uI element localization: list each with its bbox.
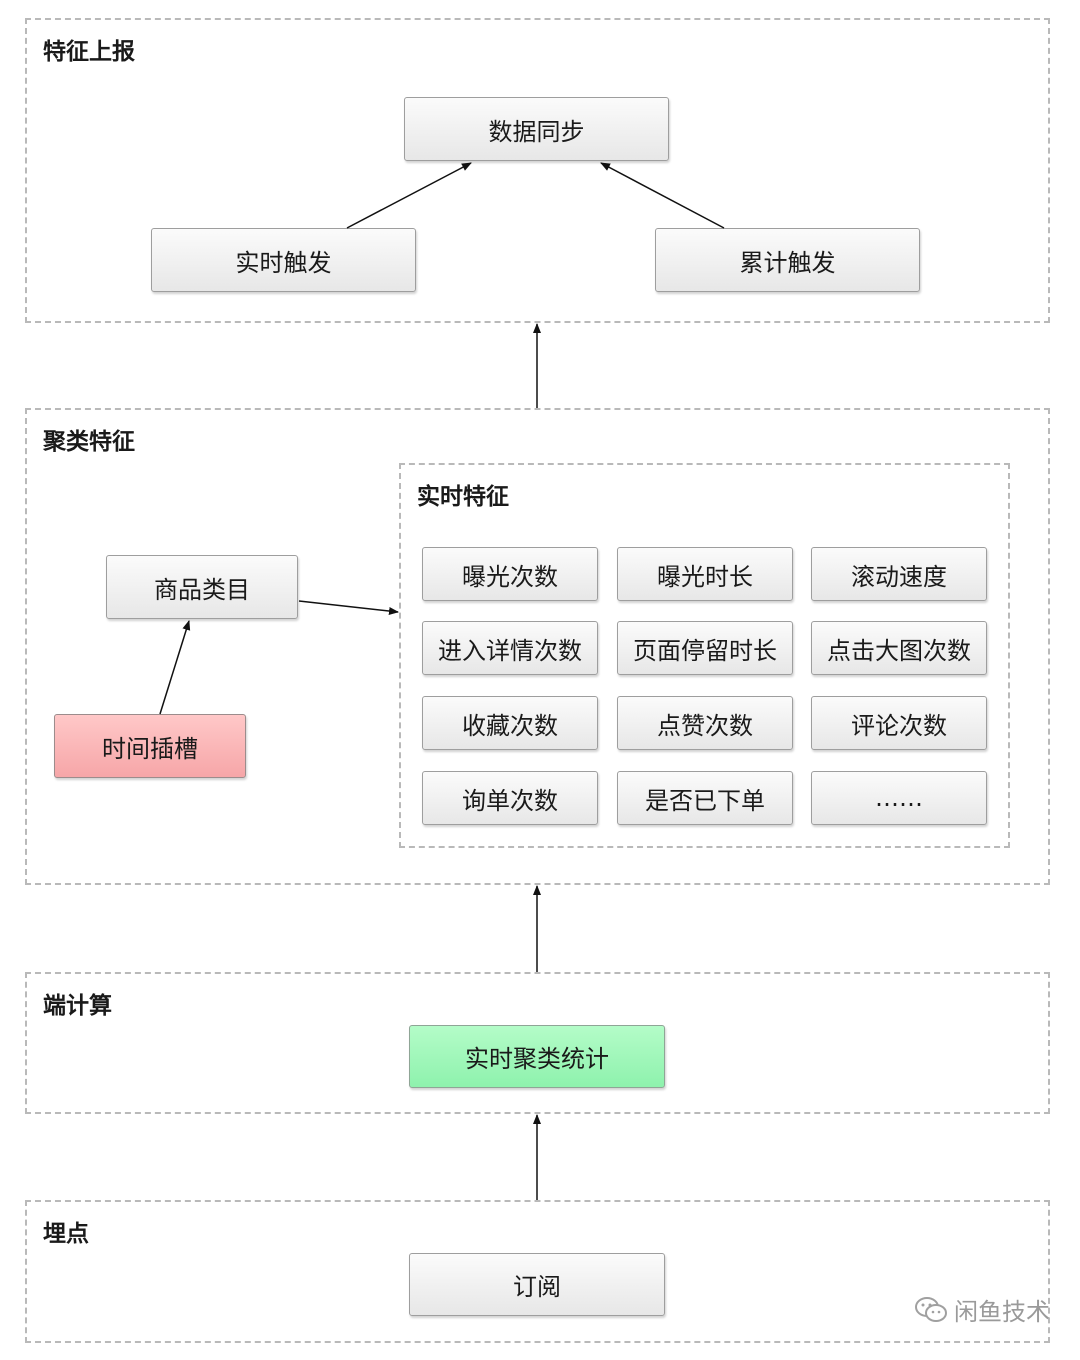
group-title-edge-compute: 端计算	[43, 993, 112, 1019]
feature-item: 点击大图次数	[811, 621, 987, 675]
feature-item: 进入详情次数	[422, 621, 598, 675]
node-cumulative-trigger: 累计触发	[655, 228, 920, 292]
arrow-cumulative-trigger-to-data-sync	[600, 162, 725, 229]
feature-item: 滚动速度	[811, 547, 987, 601]
group-title-realtime-features: 实时特征	[417, 484, 509, 510]
feature-item: 点赞次数	[617, 696, 793, 750]
feature-item: ……	[811, 771, 987, 825]
group-cluster-features: 聚类特征	[25, 408, 1050, 885]
group-title-feature-report: 特征上报	[43, 39, 135, 65]
node-time-slot: 时间插槽	[54, 714, 246, 778]
group-edge-compute: 端计算	[25, 972, 1050, 1114]
watermark-text: 闲鱼技术	[954, 1298, 1050, 1326]
group-tracking: 埋点	[25, 1200, 1050, 1343]
arrow-item-category-to-realtime	[298, 600, 399, 615]
feature-item: 是否已下单	[617, 771, 793, 825]
group-feature-report: 特征上报	[25, 18, 1050, 323]
wechat-icon	[915, 1296, 947, 1322]
feature-item: 曝光次数	[422, 547, 598, 601]
group-title-tracking: 埋点	[43, 1221, 89, 1247]
group-title-cluster-features: 聚类特征	[43, 429, 135, 455]
node-realtime-cluster-stats: 实时聚类统计	[409, 1025, 665, 1088]
feature-item: 询单次数	[422, 771, 598, 825]
node-realtime-trigger: 实时触发	[151, 228, 416, 292]
node-subscribe: 订阅	[409, 1253, 665, 1316]
arrow-realtime-trigger-to-data-sync	[346, 162, 472, 229]
feature-item: 曝光时长	[617, 547, 793, 601]
node-item-category: 商品类目	[106, 555, 298, 619]
arrow-time-slot-to-item-category	[159, 620, 191, 715]
group-realtime-features: 实时特征	[399, 463, 1010, 848]
feature-item: 评论次数	[811, 696, 987, 750]
feature-item: 收藏次数	[422, 696, 598, 750]
watermark: 闲鱼技术	[914, 1292, 1050, 1327]
node-data-sync: 数据同步	[404, 97, 669, 161]
feature-item: 页面停留时长	[617, 621, 793, 675]
